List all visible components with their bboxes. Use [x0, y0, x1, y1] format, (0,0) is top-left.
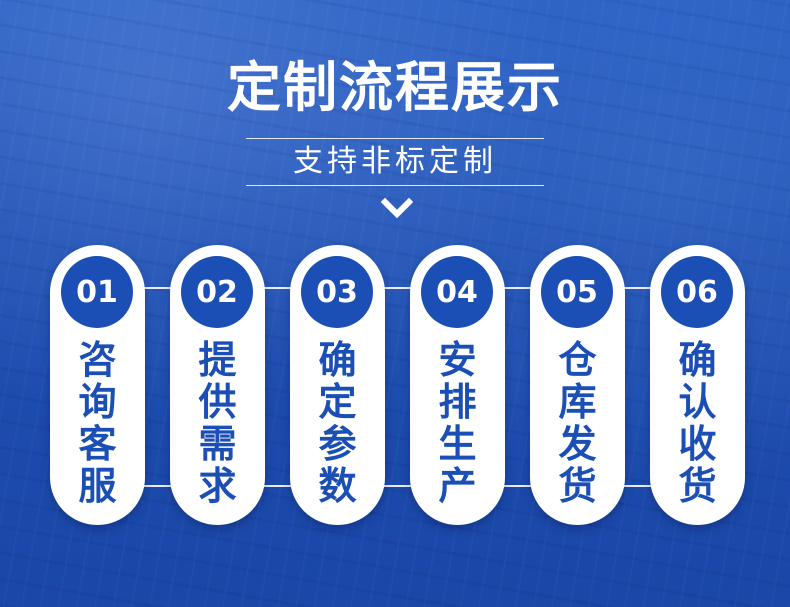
step-4-card: 04 安排生产: [410, 245, 505, 525]
subtitle: 支持非标定制: [293, 144, 497, 179]
step-number: 04: [421, 256, 493, 328]
step-2-card: 02 提供需求: [170, 245, 265, 525]
step-6-card: 06 确认收货: [650, 245, 745, 525]
step-number: 06: [661, 256, 733, 328]
connector-top: [100, 287, 700, 289]
step-label: 提供需求: [198, 338, 237, 508]
step-label: 确定参数: [318, 338, 357, 508]
page-title: 定制流程展示: [227, 56, 563, 119]
step-number: 01: [61, 256, 133, 328]
step-label: 仓库发货: [558, 338, 597, 508]
step-number: 03: [301, 256, 373, 328]
step-label: 安排生产: [438, 338, 477, 508]
step-1-card: 01 咨询客服: [50, 245, 145, 525]
step-label: 确认收货: [678, 338, 717, 508]
step-3-card: 03 确定参数: [290, 245, 385, 525]
chevron-down-icon: [381, 198, 413, 219]
step-number: 05: [541, 256, 613, 328]
step-5-card: 05 仓库发货: [530, 245, 625, 525]
step-label: 咨询客服: [78, 338, 117, 508]
step-number: 02: [181, 256, 253, 328]
subtitle-banner: 支持非标定制: [246, 138, 544, 186]
connector-bottom: [100, 485, 700, 487]
